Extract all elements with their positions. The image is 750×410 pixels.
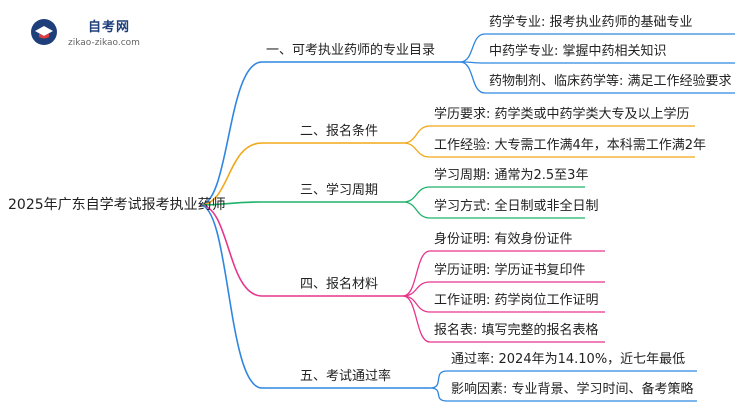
leaf-label[interactable]: 学习周期: 通常为2.5至3年: [434, 168, 589, 183]
leaf-connector: [402, 125, 431, 144]
branch-label-5[interactable]: 五、考试通过率: [300, 369, 392, 384]
leaf-connector: [459, 61, 486, 94]
leaf-label[interactable]: 通过率: 2024年为14.10%，近七年最低: [451, 352, 686, 367]
branch-label-1[interactable]: 一、可考执业药师的专业目录: [266, 43, 436, 58]
leaf-label[interactable]: 报名表: 填写完整的报名表格: [434, 323, 599, 338]
leaf-label[interactable]: 学历证明: 学历证书复印件: [434, 263, 586, 278]
branch-label-3[interactable]: 三、学习周期: [300, 183, 379, 198]
logo-title: 自考网: [88, 20, 131, 35]
branch-connector: [199, 204, 263, 389]
branch-label-4[interactable]: 四、报名材料: [300, 277, 379, 292]
leaf-connector: [402, 142, 431, 158]
leaf-connector: [402, 295, 431, 313]
leaf-label[interactable]: 影响因素: 专业背景、学习时间、备考策略: [451, 382, 694, 397]
logo-subtitle: zikao-zikao.com: [68, 38, 140, 48]
branch-connector: [199, 142, 263, 206]
leaf-connector: [402, 186, 431, 203]
leaf-label[interactable]: 药学专业: 报考执业药师的基础专业: [489, 15, 693, 30]
graduation-cap-icon: [31, 19, 57, 45]
leaf-label[interactable]: 工作经验: 大专需工作满4年，本科需工作满2年: [434, 138, 707, 153]
leaf-label[interactable]: 学历要求: 药学类或中药学类大专及以上学历: [434, 107, 690, 122]
leaf-label[interactable]: 工作证明: 药学岗位工作证明: [434, 293, 599, 308]
leaf-connector: [402, 250, 431, 297]
leaf-connector: [402, 281, 431, 297]
leaf-label[interactable]: 中药学专业: 掌握中药相关知识: [489, 44, 667, 59]
branch-connector: [199, 204, 263, 297]
leaf-connector: [459, 33, 486, 63]
root-topic[interactable]: 2025年广东自学考试报考执业药师: [8, 197, 226, 213]
branch-connector: [199, 201, 263, 206]
leaf-connector: [429, 370, 448, 389]
leaf-label[interactable]: 学习方式: 全日制或非全日制: [434, 199, 599, 214]
leaf-connector: [402, 295, 431, 343]
branch-label-2[interactable]: 二、报名条件: [300, 124, 379, 139]
site-logo[interactable]: 自考网 zikao-zikao.com: [30, 14, 140, 54]
leaf-connector: [429, 387, 448, 402]
leaf-connector: [402, 201, 431, 219]
leaf-label[interactable]: 身份证明: 有效身份证件: [434, 232, 573, 247]
leaf-label[interactable]: 药物制剂、临床药学等: 满足工作经验要求: [489, 74, 732, 89]
branch-connector: [199, 61, 263, 206]
